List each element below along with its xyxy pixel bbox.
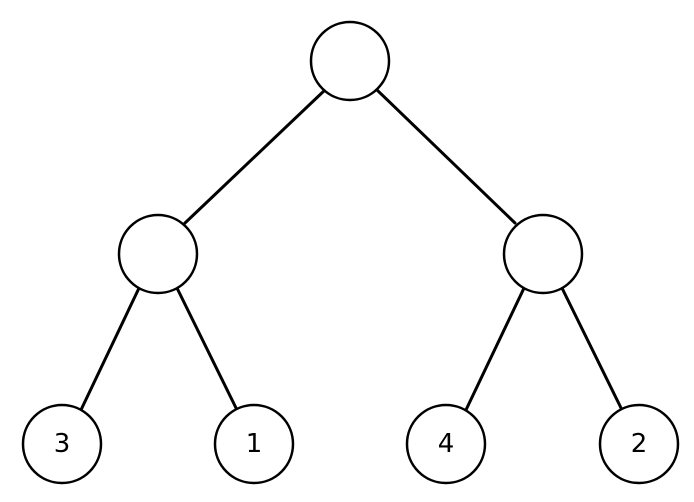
edge-root-left bbox=[183, 87, 328, 225]
tree-leaf-3: 4 bbox=[405, 403, 487, 485]
tree-leaf-2: 1 bbox=[213, 403, 295, 485]
edge-left-leaf-1 bbox=[78, 284, 142, 414]
edge-left-leaf-2 bbox=[174, 284, 240, 414]
tree-leaf-label: 4 bbox=[438, 429, 455, 459]
tree-leaf-label: 1 bbox=[246, 429, 263, 459]
edge-right-leaf-3 bbox=[463, 284, 527, 414]
tree-node-left bbox=[117, 213, 199, 295]
tree-leaf-4: 2 bbox=[598, 403, 680, 485]
tree-node-root bbox=[309, 20, 391, 102]
tree-leaf-label: 2 bbox=[631, 429, 648, 459]
tree-leaf-1: 3 bbox=[21, 403, 103, 485]
tree-node-right bbox=[502, 213, 584, 295]
edge-root-right bbox=[374, 87, 517, 225]
tree-leaf-label: 3 bbox=[54, 429, 71, 459]
edge-right-leaf-4 bbox=[559, 284, 625, 414]
